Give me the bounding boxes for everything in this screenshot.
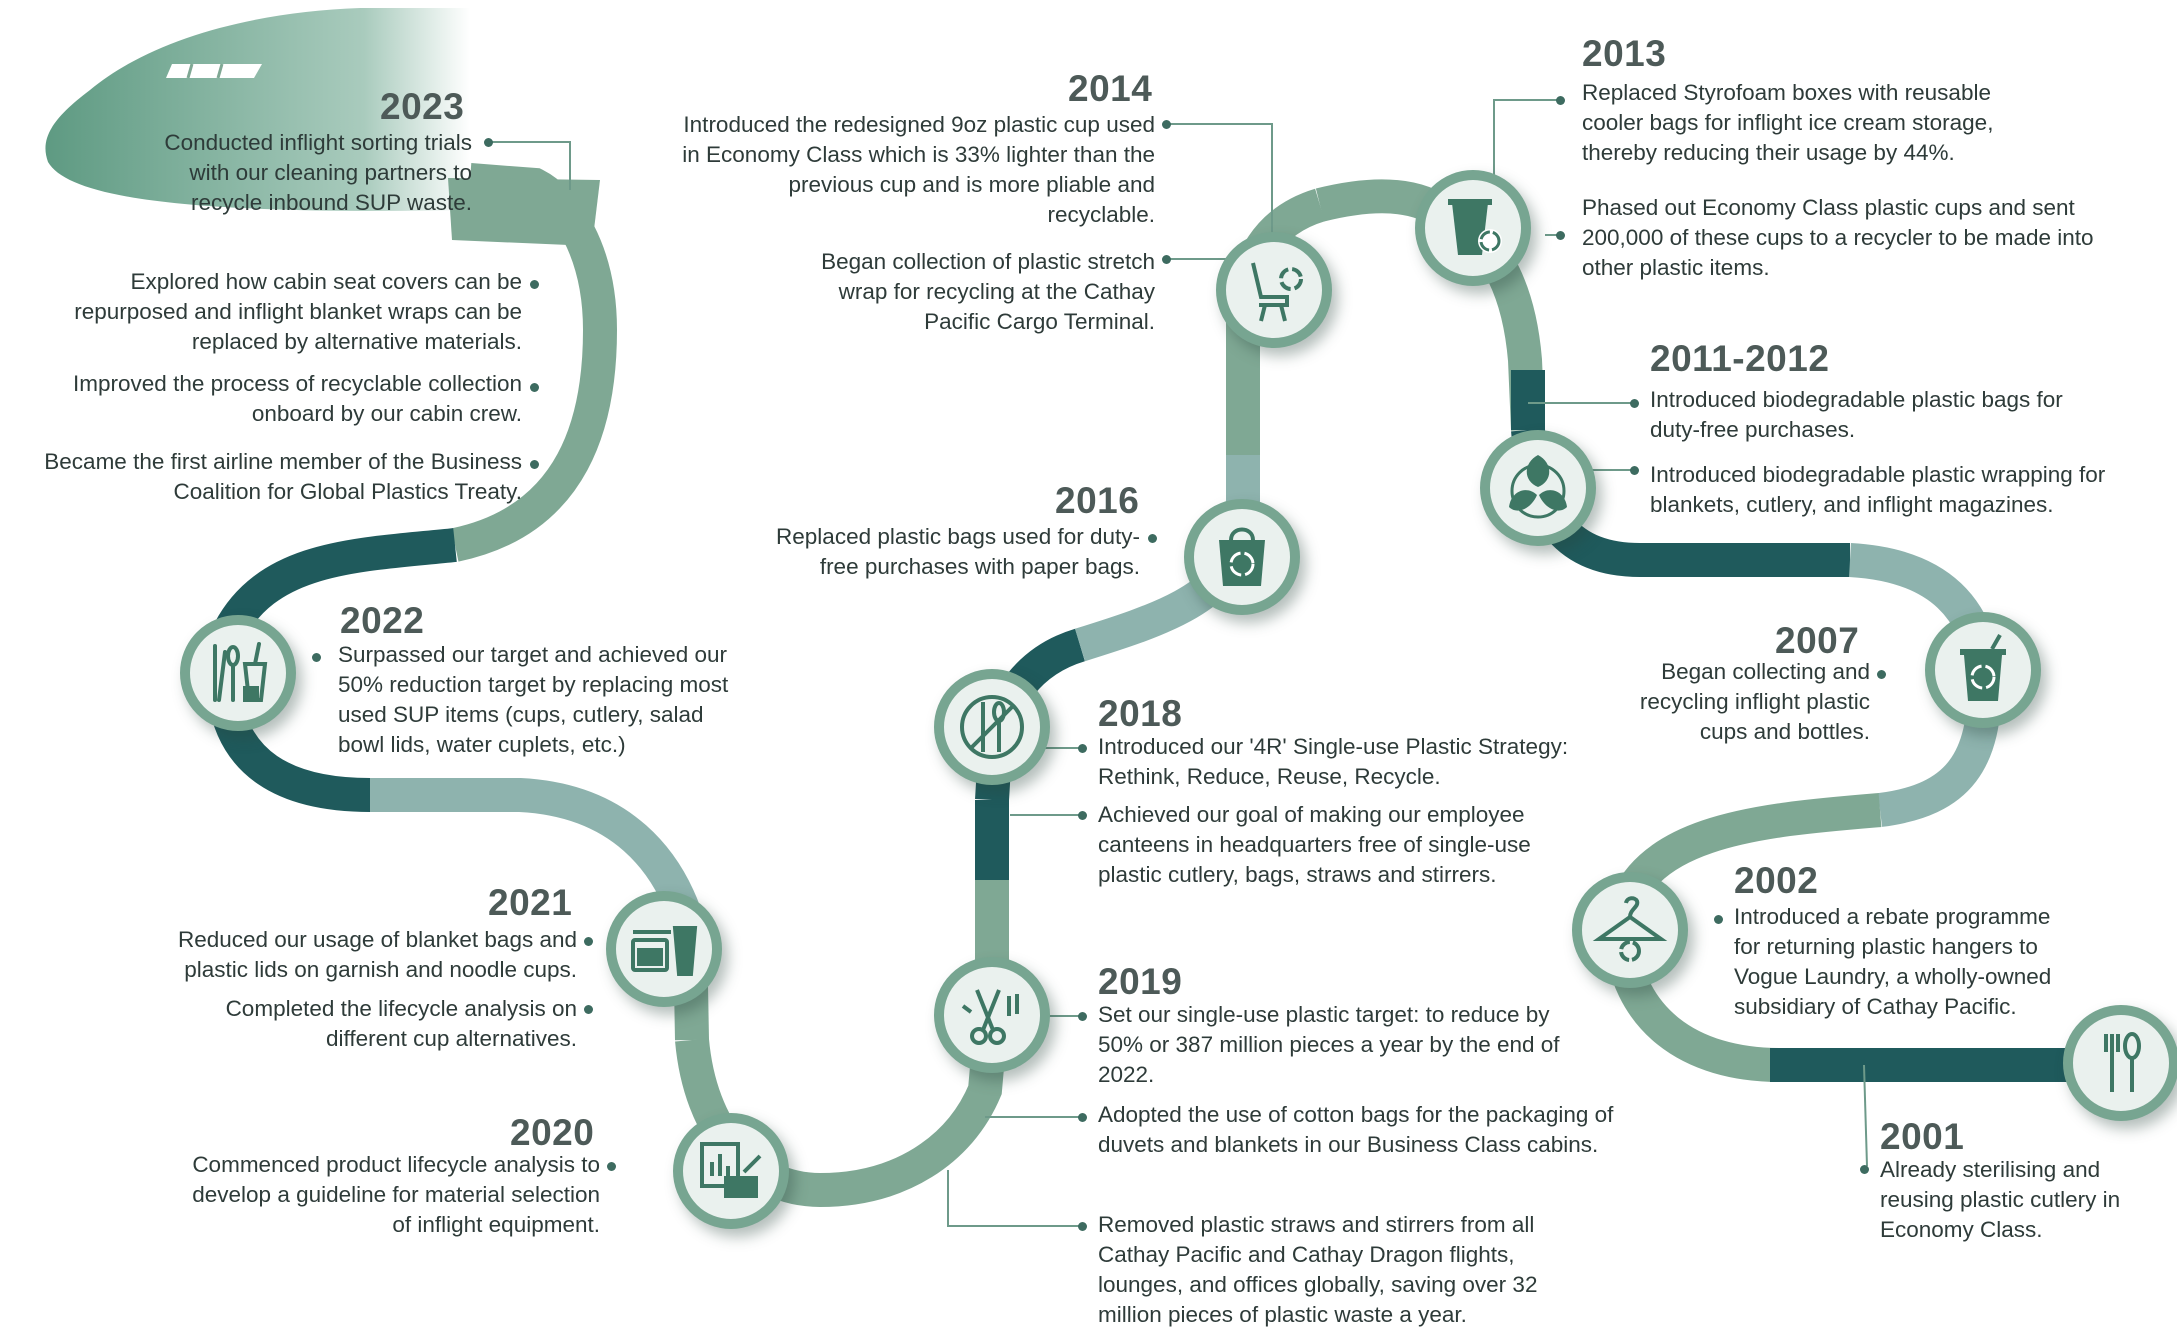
milestone-2013-item-2: Phased out Economy Class plastic cups an… [1582, 195, 2094, 280]
year-2020: 2020 [510, 1112, 595, 1153]
bullet-dot [530, 383, 539, 392]
bullet-dot [1556, 231, 1565, 240]
year-2014: 2014 [1068, 68, 1153, 109]
scissors-cutlery-icon [961, 989, 1019, 1045]
bullet-dot [530, 460, 539, 469]
milestone-2023-item-3: Improved the process of recyclable colle… [73, 371, 522, 426]
leaf-recycle-icon [1509, 455, 1567, 519]
node-2011-2012 [1480, 430, 1596, 546]
milestone-2002-item-1: Introduced a rebate programme for return… [1734, 904, 2052, 1019]
bullet-dot [1162, 120, 1171, 129]
milestone-2022-item-1: Surpassed our target and achieved our 50… [338, 642, 729, 757]
bullet-dot [607, 1162, 616, 1171]
bullet-dot [530, 280, 539, 289]
year-2002: 2002 [1734, 860, 1819, 901]
milestone-2023-item-2: Explored how cabin seat covers can be re… [74, 269, 522, 354]
bullet-dot [1078, 811, 1087, 820]
milestone-2018-item-2: Achieved our goal of making our employee… [1098, 802, 1531, 887]
seat-recycle-icon [1251, 262, 1303, 322]
milestone-2011-2012-item-2: Introduced biodegradable plastic wrappin… [1650, 462, 2106, 517]
milestone-2011-2012-item-1: Introduced biodegradable plastic bags fo… [1650, 387, 2063, 442]
node-2022 [180, 615, 296, 731]
bullet-dot [1078, 1113, 1087, 1122]
year-2013: 2013 [1582, 33, 1667, 74]
milestone-2019-item-1: Set our single-use plastic target: to re… [1098, 1002, 1560, 1087]
milestone-2021-item-1: Reduced our usage of blanket bags and pl… [177, 927, 577, 982]
chart-card-icon [700, 1142, 762, 1198]
milestone-2007-item-1: Began collecting and recycling inflight … [1639, 659, 1870, 744]
year-2019: 2019 [1098, 961, 1183, 1002]
node-2018 [934, 669, 1050, 785]
hanger-recycle-icon [1592, 896, 1668, 962]
milestone-2016-item-1: Replaced plastic bags used for duty-free… [776, 524, 1140, 579]
milestone-2001-item-1: Already sterilising and reusing plastic … [1880, 1157, 2121, 1242]
bullet-dot [1078, 744, 1087, 753]
bullet-dot [584, 1005, 593, 1014]
milestone-2019-item-2: Adopted the use of cotton bags for the p… [1098, 1102, 1614, 1157]
year-2018: 2018 [1098, 693, 1183, 734]
bullet-dot [1148, 534, 1157, 543]
node-2019 [934, 957, 1050, 1073]
milestone-2019-item-3: Removed plastic straws and stirrers from… [1098, 1212, 1538, 1327]
milestone-2014-item-2: Began collection of plastic stretch wrap… [821, 249, 1155, 334]
year-2007: 2007 [1775, 620, 1860, 661]
recycle-bag-icon [1219, 527, 1265, 586]
bullet-dot [312, 653, 321, 662]
year-2021: 2021 [488, 882, 573, 923]
cutlery-icon [2104, 1032, 2141, 1092]
cutlery-cup-recycle-icon [213, 642, 268, 702]
node-2013 [1415, 170, 1531, 286]
bullet-dot [1630, 466, 1639, 475]
milestone-2014-item-1: Introduced the redesigned 9oz plastic cu… [682, 112, 1155, 227]
year-2001: 2001 [1880, 1116, 1965, 1157]
milestone-2023-item-1: Conducted inflight sorting trials with o… [164, 130, 472, 215]
bullet-dot [1714, 915, 1723, 924]
no-plastic-cutlery-icon [960, 695, 1024, 759]
bullet-dot [584, 937, 593, 946]
year-2023: 2023 [380, 86, 465, 127]
year-2011-2012: 2011-2012 [1650, 338, 1830, 379]
bullet-dot [1556, 96, 1565, 105]
cup-recycle-icon [1448, 199, 1502, 255]
bullet-dot [484, 138, 493, 147]
year-2016: 2016 [1055, 480, 1140, 521]
milestone-2018-item-1: Introduced our '4R' Single-use Plastic S… [1098, 734, 1569, 789]
node-2002 [1572, 872, 1688, 988]
milestone-2020-item-1: Commenced product lifecycle analysis to … [192, 1152, 600, 1237]
node-2020 [673, 1113, 789, 1229]
node-2016 [1184, 499, 1300, 615]
node-2001 [2063, 1005, 2177, 1121]
bullet-dot [1078, 1012, 1087, 1021]
milestone-2013-item-1: Replaced Styrofoam boxes with reusable c… [1582, 80, 1994, 165]
bullet-dot [1078, 1222, 1087, 1231]
node-2014 [1216, 232, 1332, 348]
bullet-dot [1630, 399, 1639, 408]
bullet-dot [1877, 670, 1886, 679]
year-2022: 2022 [340, 600, 425, 641]
node-2021 [606, 891, 722, 1007]
milestone-2021-item-2: Completed the lifecycle analysis on diff… [225, 996, 577, 1051]
recycle-bin-icon [1960, 634, 2006, 701]
aircraft-nose-icon [45, 8, 471, 211]
bullet-dot [1860, 1165, 1869, 1174]
bullet-dot [1162, 255, 1171, 264]
node-2007 [1925, 612, 2041, 728]
meal-tray-cup-icon [631, 926, 698, 976]
milestone-2023-item-4: Became the first airline member of the B… [44, 449, 522, 504]
